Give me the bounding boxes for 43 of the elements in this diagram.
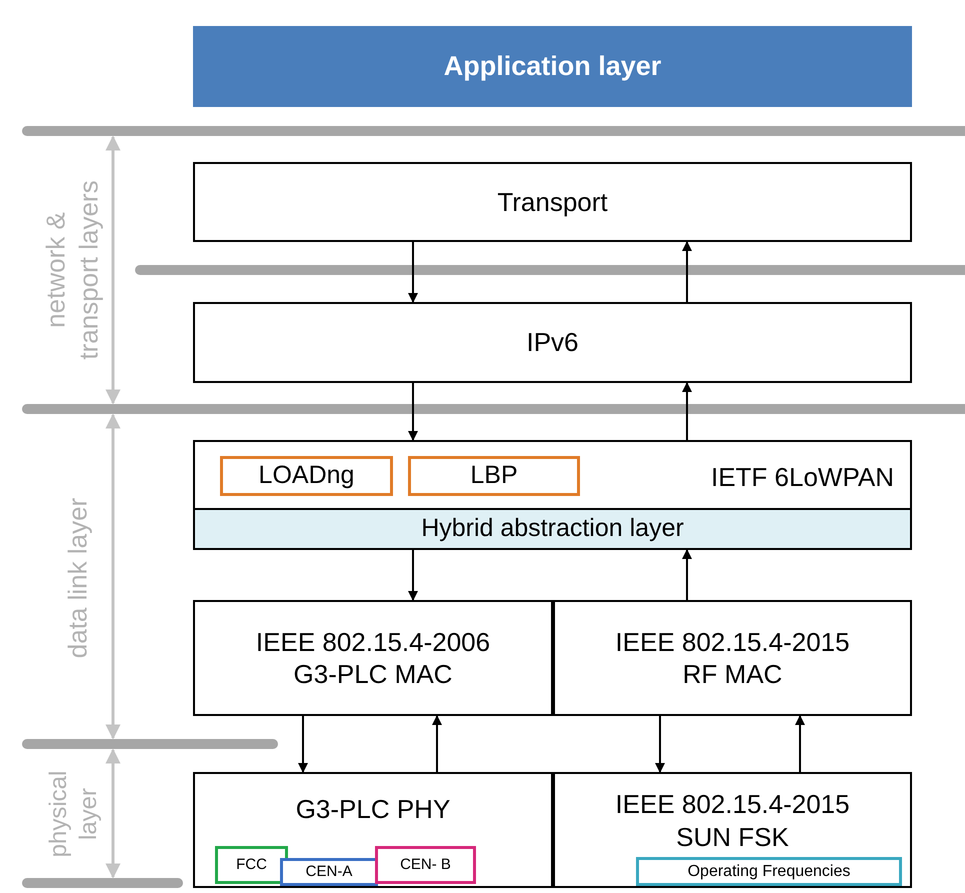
routing-box <box>220 456 393 496</box>
protocol-label: G3-PLC PHY <box>296 793 450 826</box>
routing-box <box>408 456 580 496</box>
frequency-box <box>636 857 902 886</box>
arrow <box>298 716 308 773</box>
protocol-label: Transport <box>497 186 608 218</box>
protocol-label: IEEE 802.15.4-2015 RF MAC <box>614 626 851 690</box>
protocol-label: IEEE 802.15.4-2006 G3-PLC MAC <box>254 626 492 690</box>
band-box <box>280 858 378 886</box>
protocol-label: IETF 6LoWPAN <box>710 461 894 494</box>
band-label: CEN- B <box>400 854 451 875</box>
layer-group-label: network & transport layers <box>40 179 104 362</box>
layer-group-label: physical layer <box>44 770 103 860</box>
routing-label: LOADng <box>258 460 354 492</box>
protocol-box <box>193 440 912 550</box>
arrow <box>408 242 418 303</box>
band-box <box>375 846 476 884</box>
abstraction-band <box>193 508 912 550</box>
routing-label: LBP <box>470 460 518 492</box>
protocol-box <box>193 772 553 888</box>
layer-label: Application layer <box>444 50 662 84</box>
arrow <box>432 715 442 772</box>
arrow <box>682 382 692 440</box>
arrow <box>795 715 805 772</box>
protocol-label: IPv6 <box>526 326 579 359</box>
arrow <box>682 549 692 600</box>
protocol-box <box>553 772 912 888</box>
protocol-box <box>193 162 912 242</box>
protocol-label: IEEE 802.15.4-2015 SUN FSK <box>614 788 851 853</box>
band-box <box>215 846 288 884</box>
protocol-box <box>193 302 912 383</box>
abstraction-label: Hybrid abstraction layer <box>421 513 684 544</box>
layer-group-label: data link layer <box>62 496 94 660</box>
arrow <box>408 550 418 601</box>
frequency-label: Operating Frequencies <box>688 862 850 882</box>
arrow <box>682 241 692 302</box>
arrow <box>408 383 418 441</box>
band-label: FCC <box>236 854 267 875</box>
layer-banner <box>193 26 912 107</box>
band-label: CEN-A <box>306 862 352 882</box>
arrow <box>655 716 665 773</box>
protocol-box <box>193 600 553 716</box>
protocol-box <box>553 600 912 716</box>
